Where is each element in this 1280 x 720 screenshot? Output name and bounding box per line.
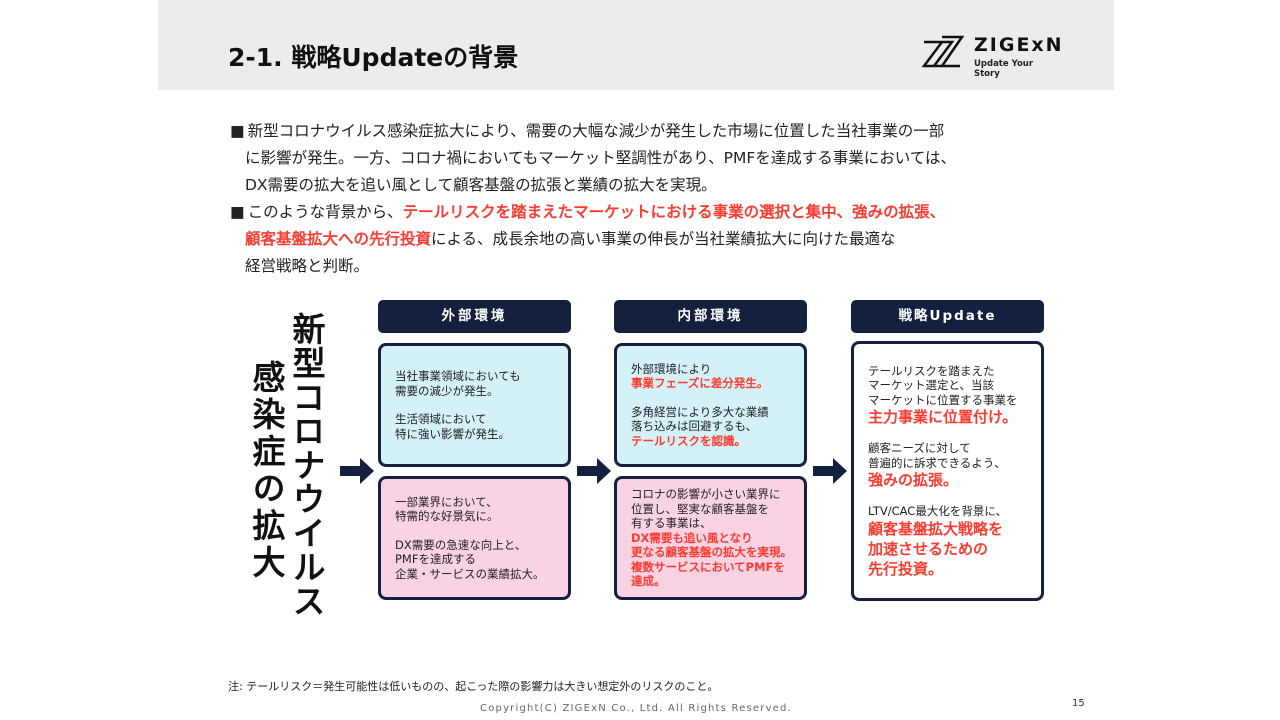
highlight-text: 主力事業に位置付け。: [868, 408, 1018, 426]
box-text: DX需要の急速な向上と、: [395, 537, 527, 552]
bullet-text: DX需要の拡大を追い風として顧客基盤の拡張と業績の拡大を実現。: [245, 176, 717, 194]
footnote: 注: テールリスク＝発生可能性は低いものの、起こった際の影響力は大きい想定外のリ…: [228, 680, 719, 693]
bullet-2: ■このような背景から、テールリスクを踏まえたマーケットにおける事業の選択と集中、…: [230, 199, 1050, 280]
strategy-update-header: 戦略Update: [851, 300, 1044, 333]
box-text: 普遍的に訴求できるよう、: [868, 455, 1006, 470]
slide: 2-1. 戦略Updateの背景 ZIGExN Update Your Stor…: [158, 0, 1114, 720]
box-text: マーケットに位置する事業を: [868, 392, 1018, 407]
box-text: PMFを達成する: [395, 552, 476, 567]
bullet-text: に影響が発生。一方、コロナ禍においてもマーケット堅調性があり、PMFを達成する事…: [245, 149, 957, 167]
bullet-marker: ■: [230, 122, 245, 140]
box-text: 外部環境により: [631, 361, 712, 376]
internal-env-header: 内部環境: [614, 300, 807, 333]
bullet-1: ■新型コロナウイルス感染症拡大により、需要の大幅な減少が発生した市場に位置した当…: [230, 118, 1050, 199]
page-number: 15: [1072, 698, 1085, 709]
box-text: 一部業界において、: [395, 494, 498, 509]
box-text: テールリスクを踏まえた: [868, 363, 995, 378]
copyright: Copyright(C) ZIGExN Co., Ltd. All Rights…: [480, 703, 792, 714]
highlight-text: 顧客基盤拡大戦略を: [868, 519, 1004, 538]
logo-name: ZIGExN: [974, 34, 1064, 56]
bullet-text: 経営戦略と判断。: [245, 257, 370, 275]
box-text: 落ち込みは回避するも、: [631, 419, 758, 434]
page-title: 2-1. 戦略Updateの背景: [228, 43, 519, 72]
highlight-text: テールリスクを踏まえたマーケットにおける事業の選択と集中、強みの拡張、: [402, 203, 946, 221]
box-text: マーケット選定と、当該: [868, 378, 995, 392]
box-text: 生活領域において: [395, 412, 487, 426]
highlight-text: 強みの拡張。: [868, 471, 959, 489]
highlight-text: 先行投資。: [868, 559, 944, 578]
external-env-header: 外部環境: [378, 300, 571, 333]
bullet-text: による、成長余地の高い事業の伸長が当社業績拡大に向けた最適な: [431, 230, 896, 248]
highlight-text: 達成。: [631, 574, 666, 589]
logo-tagline: Update Your Story: [974, 59, 1034, 79]
header-bar: 2-1. 戦略Updateの背景 ZIGExN Update Your Stor…: [158, 0, 1114, 90]
bullet-text: 新型コロナウイルス感染症拡大により、需要の大幅な減少が発生した市場に位置した当社…: [247, 122, 945, 140]
highlight-text: 更なる顧客基盤の拡大を実現。: [631, 545, 792, 560]
box-text: 有する事業は、: [631, 516, 712, 531]
external-pink-box: 一部業界において、 特需的な好景気に。 DX需要の急速な向上と、 PMFを達成す…: [378, 476, 571, 600]
arrow-right-icon: [813, 458, 847, 484]
box-text: 特需的な好景気に。: [395, 509, 499, 524]
arrow-right-icon: [577, 458, 611, 484]
zigexn-logo: ZIGExN Update Your Story: [920, 34, 1062, 79]
vertical-title-col1: 新型コロナウイルス: [287, 312, 326, 618]
highlight-text: 顧客基盤拡大への先行投資: [245, 230, 432, 248]
box-text: 企業・サービスの業績拡大。: [395, 566, 545, 581]
strategy-box: テールリスクを踏まえた マーケット選定と、当該 マーケットに位置する事業を 主力…: [851, 341, 1044, 601]
arrow-right-icon: [340, 458, 374, 484]
highlight-text: DX需要も追い風となり: [631, 530, 753, 545]
box-text: 顧客ニーズに対して: [868, 441, 971, 455]
box-text: 当社事業領域においても: [395, 369, 521, 383]
internal-pink-box: コロナの影響が小さい業界に 位置し、堅実な顧客基盤を 有する事業は、 DX需要も…: [614, 476, 807, 600]
external-blue-box: 当社事業領域においても 需要の減少が発生。 生活領域において 特に強い影響が発生…: [378, 343, 571, 467]
highlight-text: テールリスクを認識。: [631, 433, 746, 448]
vertical-title-col2: 感染症の拡大: [247, 360, 286, 582]
highlight-text: 事業フェーズに差分発生。: [631, 376, 769, 391]
box-text: 多角経営により多大な業績: [631, 404, 769, 419]
highlight-text: 加速させるための: [868, 539, 989, 558]
box-text: 位置し、堅実な顧客基盤を: [631, 501, 769, 516]
highlight-text: 複数サービスにおいてPMFを: [631, 559, 785, 574]
bullet-marker: ■: [230, 203, 245, 221]
box-text: コロナの影響が小さい業界に: [631, 487, 781, 502]
bullet-text: このような背景から、: [247, 203, 403, 221]
logo-mark-icon: [921, 35, 965, 68]
box-text: 特に強い影響が発生。: [395, 426, 510, 441]
internal-blue-box: 外部環境により 事業フェーズに差分発生。 多角経営により多大な業績 落ち込みは回…: [614, 343, 807, 467]
box-text: 需要の減少が発生。: [395, 383, 499, 398]
box-text: LTV/CAC最大化を背景に、: [868, 504, 1007, 518]
